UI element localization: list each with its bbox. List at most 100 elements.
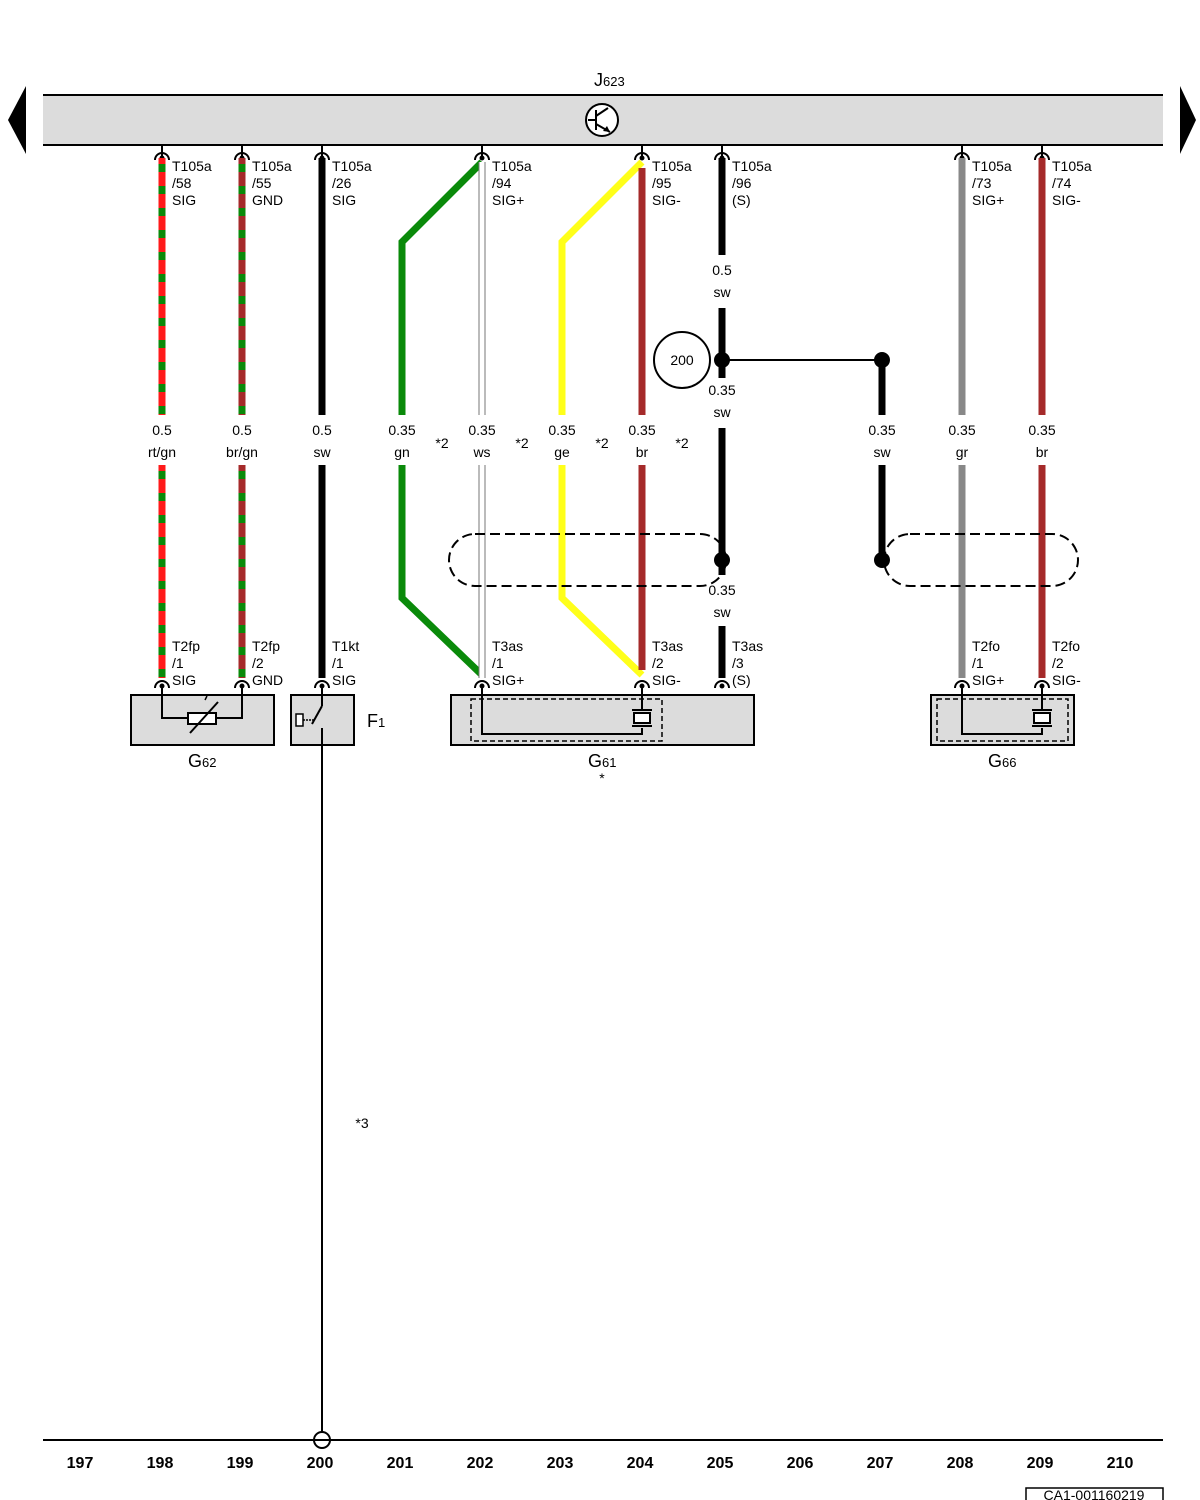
wire-size-label: 0.35 xyxy=(948,422,975,438)
component-pin-conn: T1kt xyxy=(332,638,359,654)
wire-size-label: 0.35 xyxy=(388,422,415,438)
ecu-pin-sig: GND xyxy=(252,192,283,208)
track-number: 198 xyxy=(147,1455,174,1472)
ecu-pin-sig: (S) xyxy=(732,192,751,208)
wire-color-label: br xyxy=(1036,444,1049,460)
component-pin-conn: T3as xyxy=(492,638,523,654)
svg-text:200: 200 xyxy=(670,352,694,368)
ecu-pin-pin: /96 xyxy=(732,175,752,191)
wire-color-label: rt/gn xyxy=(148,444,176,460)
wire-size-label: 0.5 xyxy=(232,422,252,438)
track-number: 203 xyxy=(547,1455,574,1472)
ecu-pin-pin: /74 xyxy=(1052,175,1072,191)
footnotes: *2 *2 *2 *2 *3 xyxy=(355,435,688,1131)
component-pin-connector xyxy=(474,680,490,689)
svg-text:sw: sw xyxy=(713,604,731,620)
ecu-pin-sig: SIG xyxy=(332,192,356,208)
ecu-pin-sig: SIG- xyxy=(652,192,681,208)
ecu-pin-conn: T105a xyxy=(492,158,532,174)
wire-size-label: 0.35 xyxy=(548,422,575,438)
track-number: 200 xyxy=(307,1455,334,1472)
component-pin-sig: SIG- xyxy=(1052,672,1081,688)
wire-shield-sw xyxy=(714,158,890,678)
svg-text:0.5: 0.5 xyxy=(712,262,732,278)
component-g62[interactable]: G62 xyxy=(130,688,275,771)
wire-size-label: 0.35 xyxy=(1028,422,1055,438)
shield-wire-labels: 0.5 sw 0.35 sw 0.35 sw xyxy=(708,262,735,620)
component-pin-pin: /1 xyxy=(492,655,504,671)
component-pin-connector xyxy=(154,680,170,689)
wire-color-label: ws xyxy=(472,444,490,460)
triangle-right-icon[interactable] xyxy=(1180,86,1196,154)
svg-text:G66: G66 xyxy=(988,751,1016,771)
svg-text:0.35: 0.35 xyxy=(708,382,735,398)
ecu-pin-sig: SIG xyxy=(172,192,196,208)
component-pin-sig: SIG- xyxy=(652,672,681,688)
component-g66[interactable]: G66 xyxy=(930,688,1075,771)
component-pin-connector xyxy=(234,680,250,689)
wire-sw-882 xyxy=(874,360,890,568)
component-pin-labels: T2fp/1SIGT2fp/2GNDT1kt/1SIGT3as/1SIG+T3a… xyxy=(172,638,1081,688)
transistor-icon xyxy=(585,103,619,137)
component-pin-conn: T2fo xyxy=(1052,638,1080,654)
svg-text:*2: *2 xyxy=(595,435,608,451)
component-f1[interactable]: F1 xyxy=(290,688,385,746)
track-number: 208 xyxy=(947,1455,974,1472)
svg-text:*: * xyxy=(599,770,605,786)
wire-color-label: ge xyxy=(554,444,570,460)
wire-color-label: sw xyxy=(313,444,331,460)
component-pin-sig: SIG+ xyxy=(972,672,1004,688)
ecu-pin-labels: T105a/58SIGT105a/55GNDT105a/26SIGT105a/9… xyxy=(172,158,1092,208)
track-number: 199 xyxy=(227,1455,254,1472)
wire-color-label: gn xyxy=(394,444,410,460)
svg-text:sw: sw xyxy=(713,284,731,300)
component-g61[interactable]: G61 * xyxy=(450,688,755,786)
ecu-pin-conn: T105a xyxy=(972,158,1012,174)
component-pin-pin: /1 xyxy=(972,655,984,671)
component-pin-conn: T3as xyxy=(732,638,763,654)
component-pin-conn: T2fo xyxy=(972,638,1000,654)
ecu-pins xyxy=(154,146,1050,161)
svg-text:*2: *2 xyxy=(515,435,528,451)
track-number: 206 xyxy=(787,1455,814,1472)
track-number: 202 xyxy=(467,1455,494,1472)
track-number: 201 xyxy=(387,1455,414,1472)
ecu-pin-pin: /58 xyxy=(172,175,192,191)
ecu-pin-pin: /94 xyxy=(492,175,512,191)
component-pin-pin: /1 xyxy=(332,655,344,671)
component-pin-connector xyxy=(954,680,970,689)
component-pins xyxy=(154,680,1050,689)
wire-color-label: br xyxy=(636,444,649,460)
svg-text:*2: *2 xyxy=(675,435,688,451)
ecu-pin-conn: T105a xyxy=(1052,158,1092,174)
track-number: 210 xyxy=(1107,1455,1134,1472)
reference-circle[interactable]: 200 xyxy=(653,331,711,389)
svg-text:F1: F1 xyxy=(367,711,385,731)
svg-text:sw: sw xyxy=(713,404,731,420)
component-pin-conn: T2fp xyxy=(172,638,200,654)
ecu-pin-pin: /73 xyxy=(972,175,992,191)
wire-size-label: 0.35 xyxy=(868,422,895,438)
wire-color-label: br/gn xyxy=(226,444,258,460)
component-pin-sig: SIG+ xyxy=(492,672,524,688)
svg-text:G61: G61 xyxy=(588,751,616,771)
ecu-pin-pin: /55 xyxy=(252,175,272,191)
shield-outline-g61 xyxy=(448,533,727,587)
wire-size-label: 0.35 xyxy=(628,422,655,438)
component-pin-pin: /2 xyxy=(252,655,264,671)
wire-size-label: 0.35 xyxy=(468,422,495,438)
wire-labels: 0.5rt/gn0.5br/gn0.5sw0.35gn0.35ws0.35ge0… xyxy=(148,422,1056,460)
component-pin-pin: /2 xyxy=(1052,655,1064,671)
component-pin-connector xyxy=(714,680,730,689)
ground-line xyxy=(313,745,331,1449)
component-pin-pin: /3 xyxy=(732,655,744,671)
component-pin-sig: SIG xyxy=(172,672,196,688)
triangle-left-icon[interactable] xyxy=(8,86,26,154)
component-pin-connector xyxy=(634,680,650,689)
shield-outline-g66 xyxy=(883,533,1079,587)
ecu-pin-pin: /95 xyxy=(652,175,672,191)
ecu-pin-conn: T105a xyxy=(332,158,372,174)
track-number: 205 xyxy=(707,1455,734,1472)
ecu-pin-sig: SIG+ xyxy=(972,192,1004,208)
